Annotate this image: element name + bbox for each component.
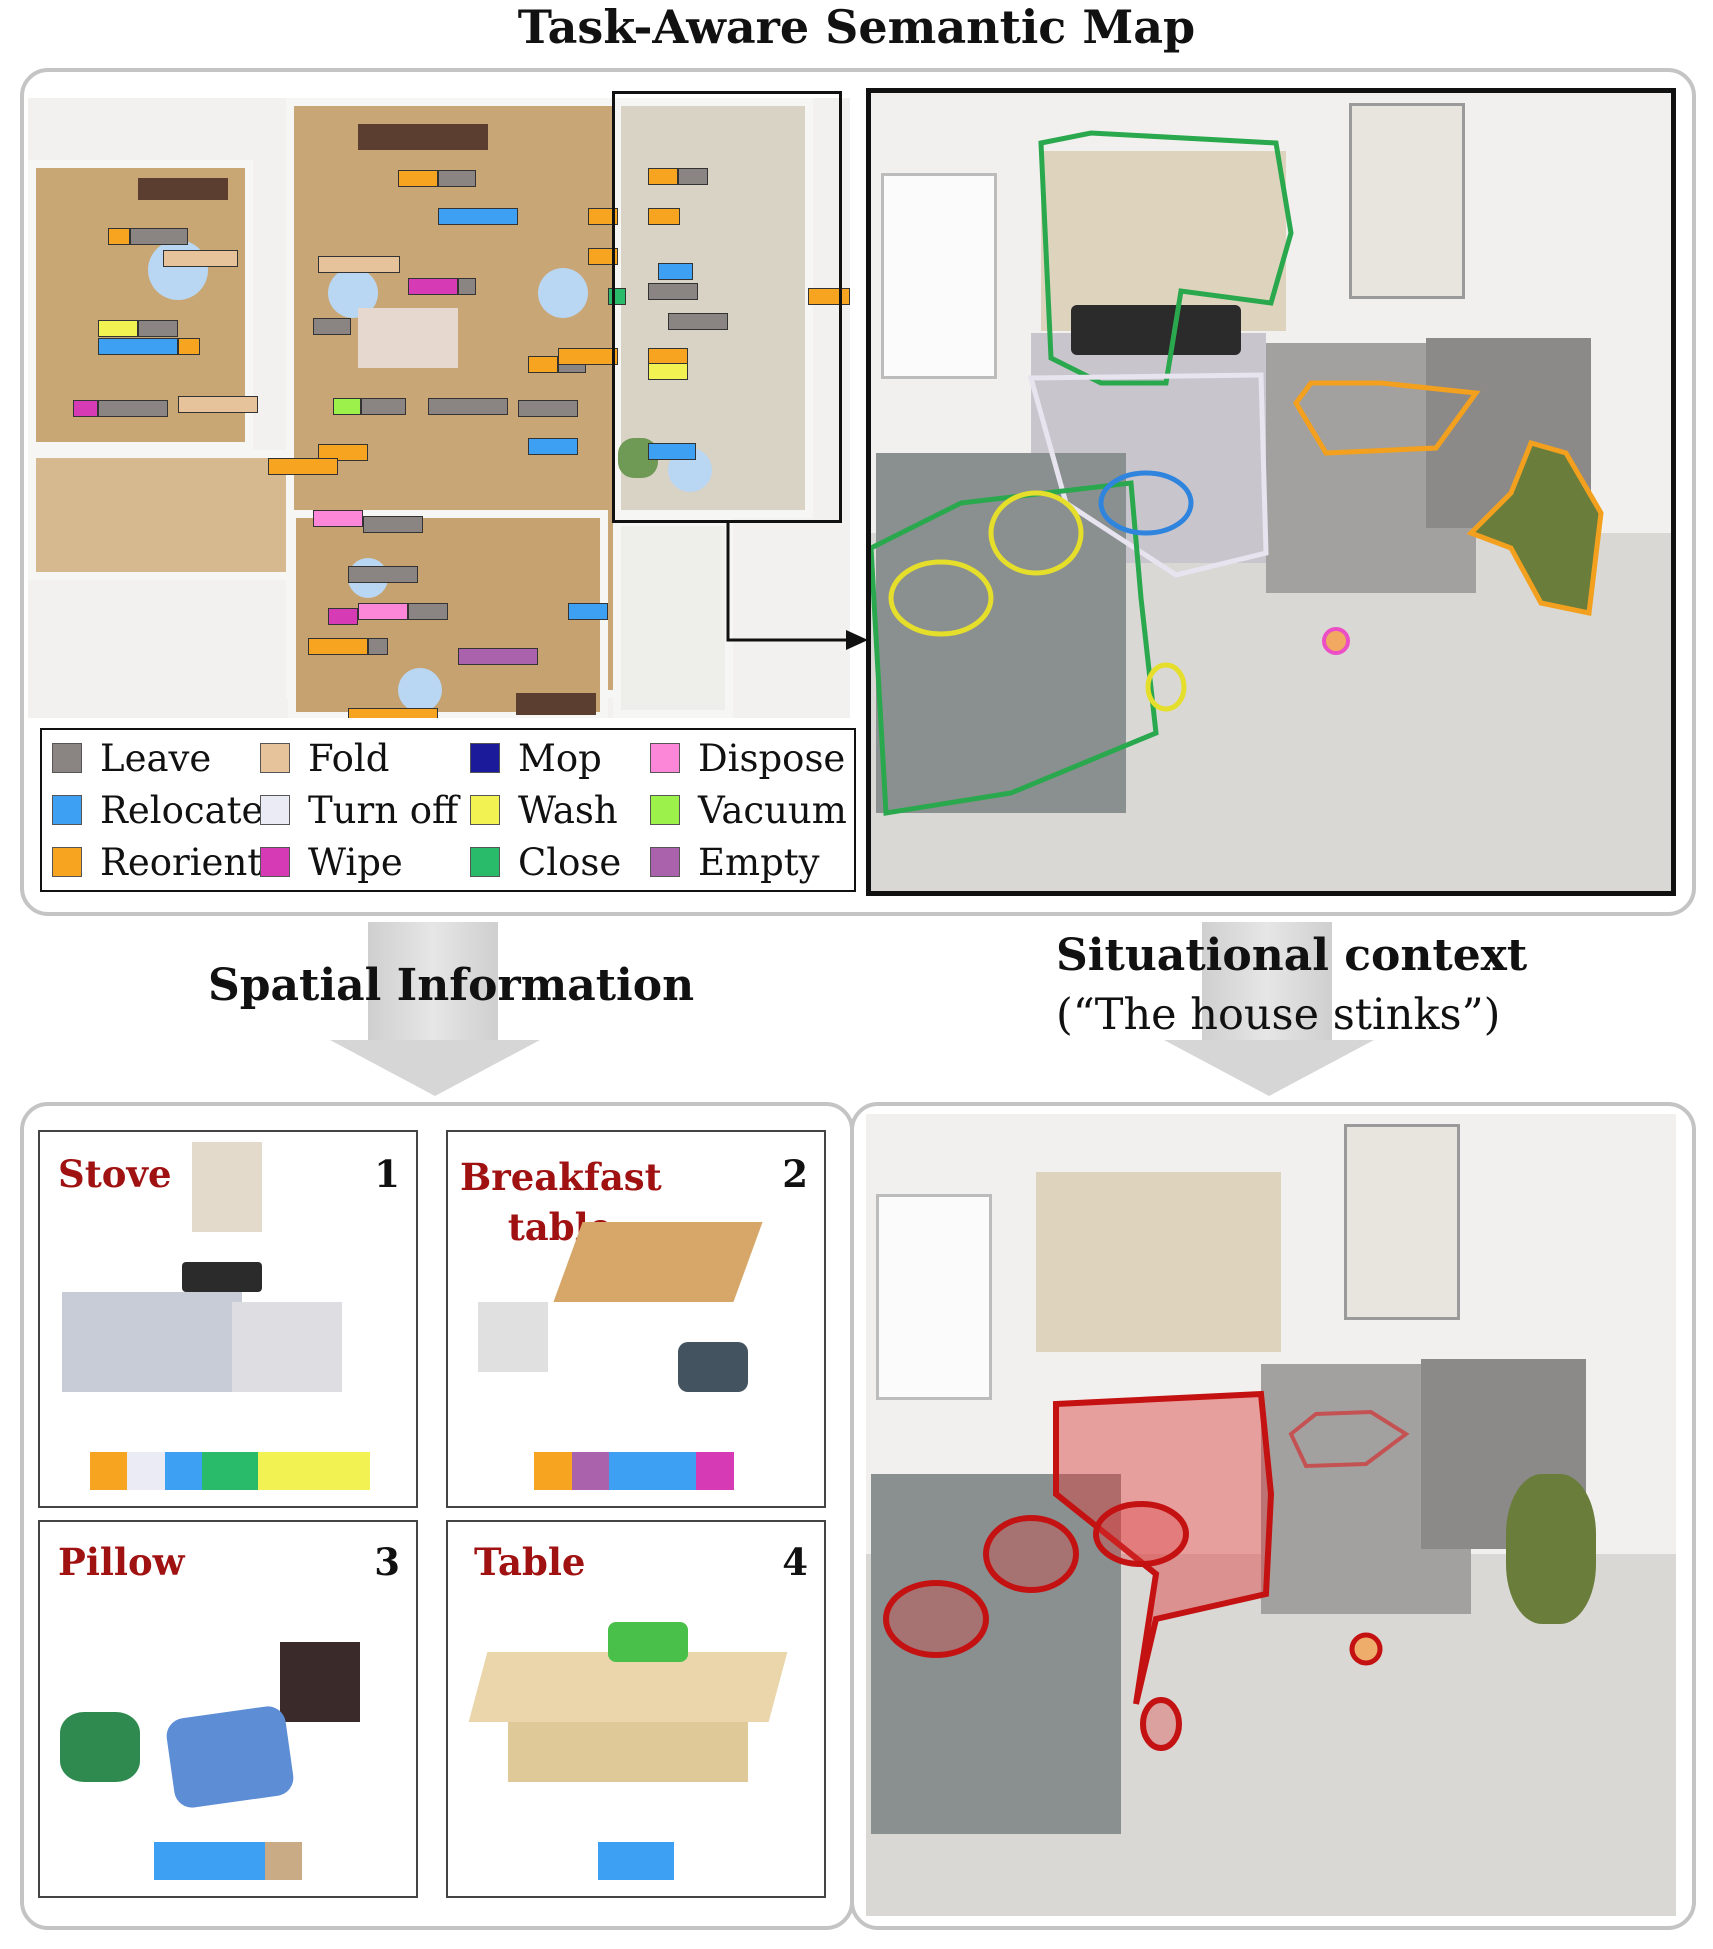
situational-context-quote: (“The house stinks”): [1056, 990, 1501, 1040]
legend-item-fold: Fold: [260, 736, 389, 780]
legend-swatch: [260, 847, 290, 877]
legend-item-turn-off: Turn off: [260, 788, 458, 832]
object-card-pillow: Pillow 3: [38, 1520, 418, 1898]
action-segment: [90, 1452, 128, 1490]
legend-item-mop: Mop: [470, 736, 602, 780]
legend-item-close: Close: [470, 840, 621, 884]
legend-item-reorient: Reorient: [52, 840, 262, 884]
legend-swatch: [650, 795, 680, 825]
card-title: Pillow: [58, 1540, 185, 1584]
legend-item-wash: Wash: [470, 788, 618, 832]
spatial-information-title: Spatial Information: [208, 960, 695, 1011]
card-number: 4: [782, 1540, 808, 1584]
action-segment: [265, 1842, 302, 1880]
action-segment: [696, 1452, 734, 1490]
pillow-image: [60, 1602, 400, 1822]
zoom-region-box: [612, 91, 842, 523]
legend-swatch: [470, 795, 500, 825]
legend-item-dispose: Dispose: [650, 736, 845, 780]
action-segment: [127, 1452, 165, 1490]
arrow-left-head: [330, 1040, 540, 1096]
action-segment: [609, 1452, 697, 1490]
action-segment: [534, 1452, 572, 1490]
legend-item-wipe: Wipe: [260, 840, 403, 884]
legend-swatch: [260, 795, 290, 825]
action-segment: [202, 1452, 258, 1490]
kitchen-zoom-image: [866, 88, 1676, 896]
legend-swatch: [52, 795, 82, 825]
card-title: Stove: [58, 1152, 172, 1196]
kitchen-highlight-image: [866, 1114, 1676, 1916]
action-bar: [90, 1452, 370, 1490]
legend-swatch: [52, 847, 82, 877]
legend-item-leave: Leave: [52, 736, 211, 780]
action-bar: [534, 1452, 734, 1490]
breakfast-table-image: [468, 1192, 808, 1422]
legend-item-empty: Empty: [650, 840, 820, 884]
arrow-left-shaft: [368, 922, 498, 1042]
action-segment: [571, 1452, 610, 1490]
card-title: Table: [474, 1540, 586, 1584]
legend-swatch: [650, 847, 680, 877]
legend-item-relocate: Relocate: [52, 788, 263, 832]
object-card-table: Table 4: [446, 1520, 826, 1898]
object-card-breakfast-table: Breakfast table 2: [446, 1130, 826, 1508]
object-card-stove: Stove 1: [38, 1130, 418, 1508]
situational-context-title: Situational context: [1056, 930, 1528, 981]
arrow-right-head: [1164, 1040, 1374, 1096]
table-image: [468, 1602, 808, 1822]
action-segment: [258, 1452, 370, 1490]
card-number: 3: [374, 1540, 400, 1584]
arrow-right-shaft: [1202, 922, 1332, 1042]
main-title: Task-Aware Semantic Map: [517, 0, 1196, 54]
action-bar: [154, 1842, 302, 1880]
action-segment: [598, 1842, 674, 1880]
legend-swatch: [650, 743, 680, 773]
card-number: 2: [782, 1152, 808, 1196]
legend-swatch: [52, 743, 82, 773]
legend-swatch: [470, 847, 500, 877]
card-number: 1: [374, 1152, 400, 1196]
action-legend: Leave Relocate Reorient Fold Turn off Wi…: [40, 728, 856, 892]
legend-swatch: [470, 743, 500, 773]
zoom-arrow: [726, 520, 868, 650]
action-segment: [154, 1842, 265, 1880]
floorplan-image: [28, 98, 850, 718]
legend-swatch: [260, 743, 290, 773]
legend-item-vacuum: Vacuum: [650, 788, 847, 832]
action-segment: [164, 1452, 202, 1490]
stove-image: [62, 1142, 402, 1402]
action-bar: [598, 1842, 674, 1880]
